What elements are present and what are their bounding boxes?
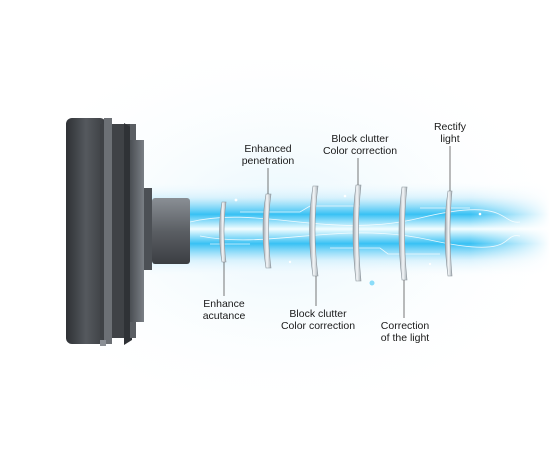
lens-elements: [219, 184, 453, 282]
lens-element-icon: [309, 185, 319, 277]
sparkle-glow: [369, 280, 375, 286]
lens-element-icon: [352, 184, 362, 282]
label-block-clutter-top: Block clutter Color correction: [322, 133, 398, 157]
lens-element-icon: [398, 186, 408, 281]
lens-element-icon: [262, 193, 272, 269]
label-correction-of-light: Correction of the light: [380, 320, 430, 344]
lens-element-icon: [444, 190, 453, 277]
light-beam-fade: [150, 180, 550, 278]
label-rectify-light: Rectify light: [433, 121, 467, 145]
label-enhance-acutance: Enhance acutance: [202, 298, 246, 322]
lens-element-icon: [219, 201, 227, 263]
label-enhanced-penetration: Enhanced penetration: [241, 143, 295, 167]
label-block-clutter-bottom: Block clutter Color correction: [280, 308, 356, 332]
leader-lines: [223, 146, 451, 318]
headlight-housing-icon: [66, 118, 190, 346]
